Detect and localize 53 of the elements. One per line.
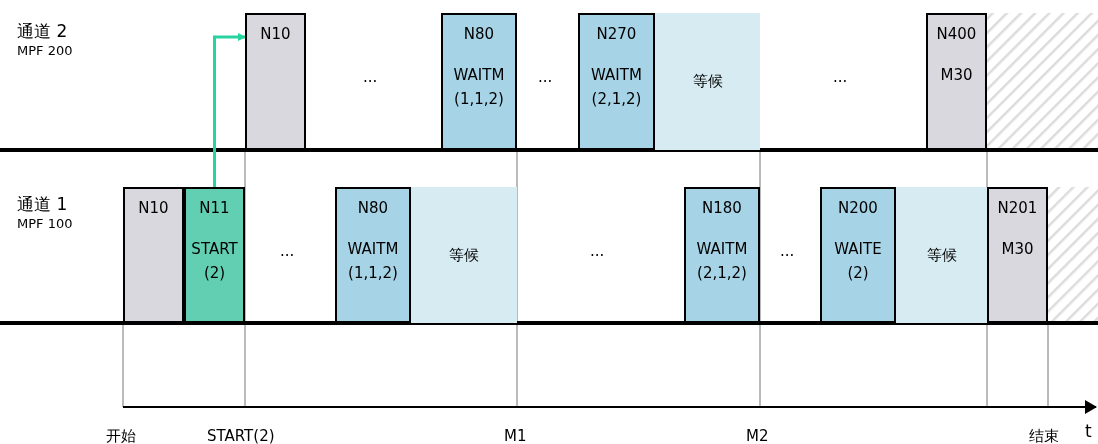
channel-name: 通道 2 bbox=[17, 20, 68, 43]
axis-label: M1 bbox=[504, 427, 527, 444]
command-text: WAITM (1,1,2) bbox=[452, 65, 506, 110]
program-name: MPF 200 bbox=[17, 43, 73, 58]
block-label: N10 bbox=[260, 25, 291, 43]
ellipsis: ... bbox=[780, 242, 795, 260]
command-text: M30 bbox=[1000, 239, 1035, 260]
block-label: N80 bbox=[463, 25, 495, 43]
command-text: WAITE (2) bbox=[833, 239, 883, 284]
command-text: M30 bbox=[939, 65, 974, 86]
block-label: N270 bbox=[596, 25, 637, 43]
block-label: N180 bbox=[702, 199, 742, 217]
wait-bar bbox=[655, 13, 760, 150]
ellipsis: ... bbox=[363, 68, 378, 86]
ellipsis: ... bbox=[538, 68, 553, 86]
command-text: WAITM (1,1,2) bbox=[346, 239, 400, 284]
block-box bbox=[184, 187, 245, 323]
ellipsis: ... bbox=[590, 242, 605, 260]
arrow bbox=[213, 33, 246, 187]
channel-name: 通道 1 bbox=[17, 193, 68, 216]
block-box bbox=[926, 13, 987, 150]
block-box bbox=[245, 13, 306, 150]
block-box bbox=[684, 187, 760, 323]
block-box bbox=[987, 187, 1048, 323]
block-box bbox=[335, 187, 411, 323]
ellipsis: ... bbox=[280, 242, 295, 260]
block-label: N201 bbox=[997, 199, 1038, 217]
command-text: WAITM (2,1,2) bbox=[695, 239, 749, 284]
block-label: N80 bbox=[357, 199, 389, 217]
program-name: MPF 100 bbox=[17, 216, 73, 231]
axis-label: START(2) bbox=[207, 427, 275, 444]
block-label: 等候 bbox=[926, 245, 957, 265]
axis-label: t bbox=[1085, 421, 1092, 441]
block-box bbox=[441, 13, 517, 150]
command-text: START (2) bbox=[190, 239, 239, 284]
block-label: N200 bbox=[838, 199, 878, 217]
block-label: 等候 bbox=[449, 245, 479, 265]
block-label: N11 bbox=[199, 199, 230, 217]
ellipsis: ... bbox=[833, 68, 848, 86]
axis-label: 开始 bbox=[106, 427, 136, 444]
axis-label: M2 bbox=[746, 427, 769, 444]
block-label: 等候 bbox=[692, 72, 723, 91]
wait-bar bbox=[896, 187, 987, 323]
block-box bbox=[820, 187, 896, 323]
block-box bbox=[578, 13, 655, 150]
hatched-area bbox=[987, 13, 1098, 150]
command-text: WAITM (2,1,2) bbox=[590, 65, 643, 110]
wait-bar bbox=[411, 187, 517, 323]
block-label: N400 bbox=[936, 25, 977, 43]
axis-label: 结束 bbox=[1029, 427, 1059, 444]
block-box bbox=[123, 187, 184, 323]
hatched-area bbox=[1048, 187, 1098, 323]
block-label: N10 bbox=[138, 199, 169, 217]
